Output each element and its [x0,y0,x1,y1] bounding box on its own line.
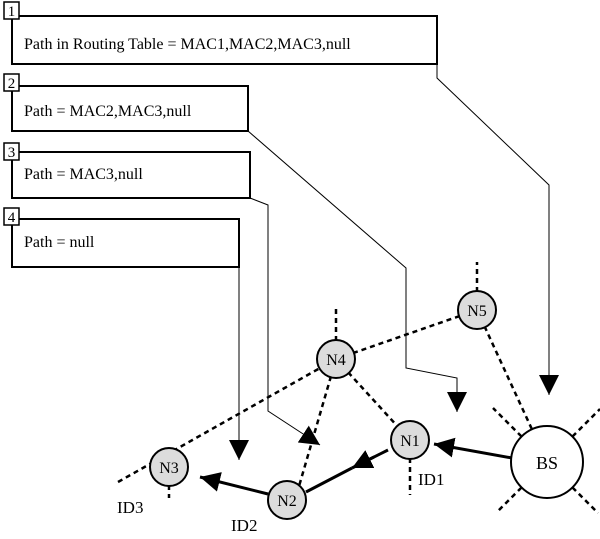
box-1-number: 1 [8,4,16,20]
box-2-number: 2 [8,76,16,92]
node-bs: BS [510,425,584,499]
routing-path [199,437,513,496]
link-n4-n2 [293,358,338,501]
path-box-3: 3 Path = MAC3,null [3,142,251,199]
node-n5: N5 [457,290,497,330]
node-n2: N2 [267,480,307,520]
node-n1: N1 [390,420,430,460]
arrow-bs-n1 [433,437,513,460]
box-2-text: Path = MAC2,MAC3,null [24,103,192,120]
path-box-4: 4 Path = null [3,207,240,268]
arrow-n2-n3 [199,472,269,496]
node-n3-label: N3 [159,460,179,477]
leader-box-1 [436,64,559,395]
node-n4: N4 [316,339,356,379]
segment-n1-n2-b [305,466,353,494]
id1-label: ID1 [418,470,444,489]
node-n3: N3 [149,447,189,487]
box-3-number: 3 [8,145,16,161]
node-n4-label: N4 [326,352,346,369]
box-4-number: 4 [8,210,16,226]
box-4-text: Path = null [24,234,95,251]
node-n5-label: N5 [467,303,487,320]
path-box-2: 2 Path = MAC2,MAC3,null [3,73,249,132]
leader-box-2 [247,130,467,412]
id2-label: ID2 [231,516,257,535]
path-box-1: 1 Path in Routing Table = MAC1,MAC2,MAC3… [3,1,438,65]
node-n1-label: N1 [400,433,420,450]
node-n2-label: N2 [277,493,297,510]
box-3-text: Path = MAC3,null [24,166,143,183]
id3-label: ID3 [117,498,143,517]
box-1-text: Path in Routing Table = MAC1,MAC2,MAC3,n… [24,36,351,53]
node-bs-label: BS [536,453,558,473]
link-n4-n5 [335,308,478,361]
leader-box-3 [249,197,321,446]
leader-lines [229,64,559,460]
arrow-n1-n2 [351,450,375,470]
link-n3-n5 [117,357,337,484]
